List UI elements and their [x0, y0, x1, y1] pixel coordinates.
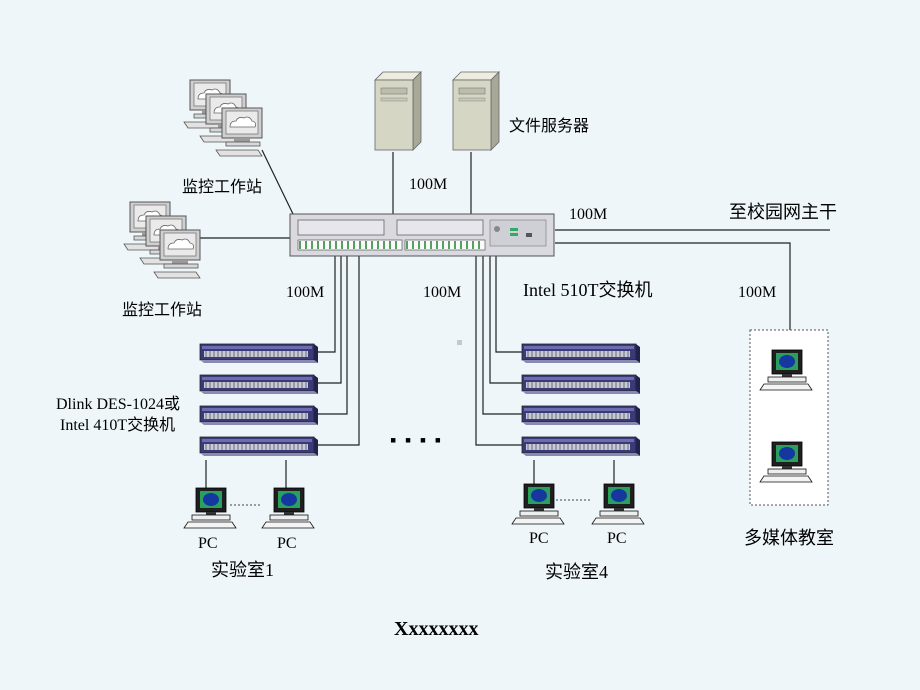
pc-icon — [511, 483, 565, 525]
pc-icon — [183, 487, 237, 529]
switch-icon — [521, 405, 641, 426]
bandwidth-label: 100M — [738, 284, 777, 301]
multimedia-room-label: 多媒体教室 — [744, 528, 834, 548]
pc-label: PC — [277, 535, 297, 552]
file-server-label: 文件服务器 — [509, 118, 590, 135]
campus-backbone-label: 至校园网主干 — [729, 202, 837, 222]
switch-icon — [199, 343, 319, 364]
edge-switch-label: Intel 410T交换机 — [60, 417, 176, 434]
switch-icon — [289, 213, 555, 257]
network-cables — [200, 149, 830, 490]
switch-icon — [199, 374, 319, 395]
edge-switch-label: Dlink DES-1024或 — [56, 396, 181, 413]
pc-label: PC — [607, 530, 627, 547]
monitor-station-label: 监控工作站 — [122, 302, 203, 319]
workstation-icon — [153, 229, 201, 279]
switch-icon — [199, 436, 319, 457]
pc-label: PC — [198, 535, 218, 552]
server-icon — [452, 71, 500, 151]
lab-label: 实验室1 — [211, 560, 274, 580]
pc-icon — [591, 483, 645, 525]
core-switch-label: Intel 510T交换机 — [523, 280, 653, 300]
monitor-station-label: 监控工作站 — [182, 179, 263, 196]
bandwidth-label: 100M — [409, 176, 448, 193]
lab-label: 实验室4 — [545, 562, 608, 582]
pc-label: PC — [529, 530, 549, 547]
stray-dot — [457, 340, 462, 345]
workstation-icon — [215, 107, 263, 157]
bandwidth-label: 100M — [423, 284, 462, 301]
switch-icon — [199, 405, 319, 426]
bandwidth-label: 100M — [286, 284, 325, 301]
switch-icon — [521, 343, 641, 364]
server-icon — [374, 71, 422, 151]
footer-title: Xxxxxxxx — [394, 618, 479, 640]
ellipsis-marker: ▪ ▪ ▪ ▪ — [390, 430, 444, 450]
pc-icon — [261, 487, 315, 529]
bandwidth-label: 100M — [569, 206, 608, 223]
switch-icon — [521, 374, 641, 395]
switch-icon — [521, 436, 641, 457]
